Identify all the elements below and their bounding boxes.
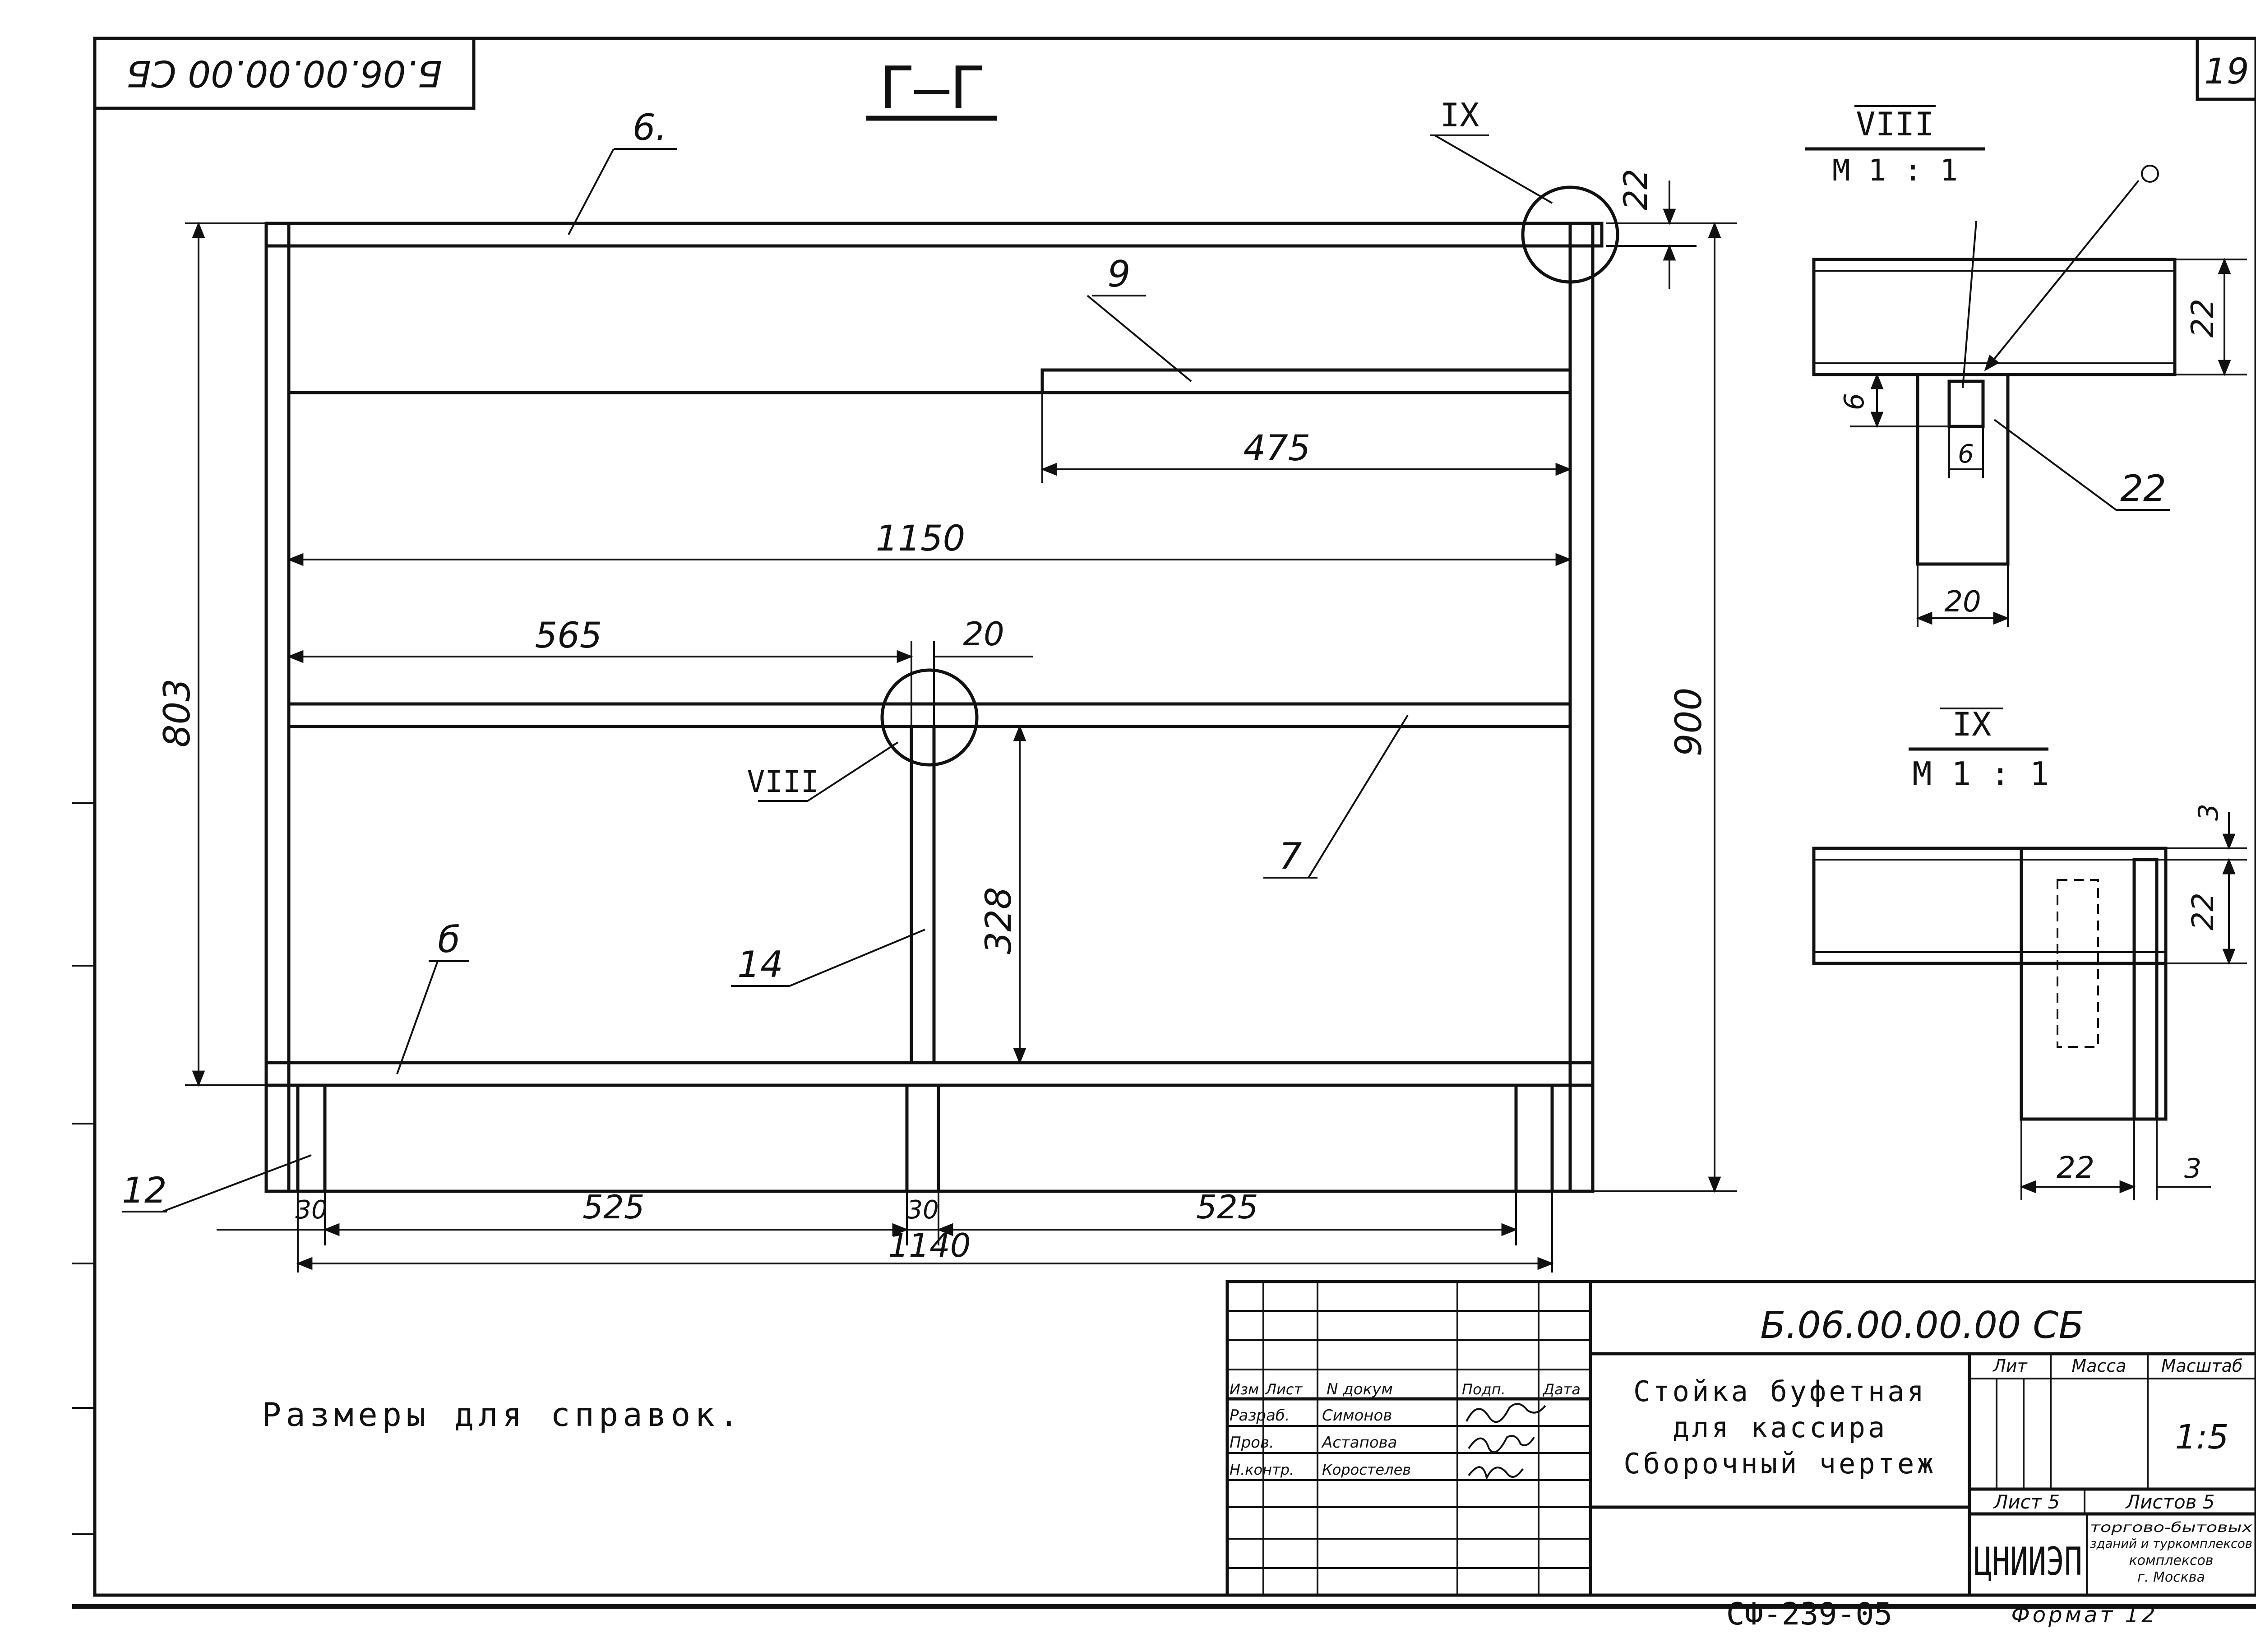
signature-razrab [1465,1403,1546,1423]
callout-6-bottom: б [438,919,460,961]
detail-viii-callout-22: 22 [2120,467,2166,509]
callout-14: 14 [737,944,783,986]
sheet-number-box: 19 [2196,37,2256,101]
detail-viii-dim-22: 22 [2185,299,2221,338]
dim-22-top: 22 [1617,169,1655,210]
left-side-panel [264,222,291,1193]
dim-1140: 1140 [888,1226,971,1264]
main-dimensions: 22 900 803 475 1150 565 20 328 [156,169,1737,1273]
detail-ix-dim-22h: 22 [2057,1150,2094,1185]
signature-prov [1468,1435,1535,1453]
col-masshtab: Масштаб [2161,1356,2243,1376]
detail-ix-side-panel [2020,847,2168,1121]
org-line-4: г. Москва [2137,1569,2205,1585]
callout-7: 7 [1279,835,1302,877]
org-line-3: комплексов [2129,1553,2213,1569]
callout-ix: IX [1440,96,1479,134]
plinth-block-left [296,1083,327,1193]
hdr-date: Дата [1542,1381,1581,1398]
detail-ix-dim-3-top: 3 [2193,804,2224,821]
dim-20: 20 [963,615,1004,653]
rotated-code-box: Б.06.00.00.00 СБ [93,37,476,110]
detail-ix-title: IX [1952,705,1992,743]
detail-circle-ix [1521,185,1619,284]
detail-viii-dim-20: 20 [1944,585,1981,619]
detail-viii-dowel [1947,379,1985,428]
detail-viii-board [1812,258,2177,376]
title-line-1: Стойка буфетная [1633,1375,1927,1408]
detail-ix-board [1812,847,2168,965]
name-razrab: Симонов [1322,1407,1392,1425]
dim-565: 565 [535,615,602,656]
role-nkontr: Н.контр. [1230,1461,1294,1478]
plinth-block-mid [905,1083,940,1193]
sheets-total: Листов 5 [2125,1491,2215,1513]
bottom-board [264,1061,1595,1087]
detail-viii-post [1916,373,2010,566]
scale-value: 1:5 [2175,1418,2228,1457]
cabinet-section [264,185,1619,1193]
hdr-izm: Изм [1230,1381,1259,1398]
name-nkontr: Коростелев [1322,1461,1411,1478]
dim-30-left: 30 [295,1195,327,1225]
detail-circle-viii [880,668,979,767]
detail-ix-dowel [2057,879,2099,1048]
detail-viii: VIII М 1 : 1 22 6 6 20 [1805,105,2247,627]
dim-525-left: 525 [582,1188,644,1226]
detail-ix: IX М 1 : 1 3 22 22 3 [1812,705,2247,1200]
callout-6-top: 6. [633,106,667,148]
detail-viii-dim-6h: 6 [1958,440,1974,469]
col-lit: Лит [1992,1356,2028,1376]
detail-viii-title: VIII [1856,105,1934,143]
col-massa: Масса [2071,1356,2126,1376]
right-side-panel [1568,222,1595,1193]
partition-14 [910,725,936,1064]
signature-nkontr [1468,1466,1524,1481]
detail-ix-scale: М 1 : 1 [1912,755,2049,793]
callout-9: 9 [1108,253,1131,295]
detail-viii-dim-6v: 6 [1839,393,1870,410]
name-prov: Астапова [1321,1434,1397,1452]
shelf-9 [1040,368,1572,394]
rotated-code-text: Б.06.00.00.00 СБ [126,52,442,94]
hdr-list: Лист [1265,1381,1303,1398]
role-razrab: Разраб. [1230,1407,1290,1425]
org-line-1: торгово-бытовых [2090,1520,2252,1536]
title-line-3: Сборочный чертеж [1623,1447,1936,1480]
sheet-number: 19 [2204,51,2249,92]
reference-note: Размеры для справок. [262,1396,743,1434]
hdr-podp: Подп. [1462,1381,1506,1398]
section-label: Г–Г [879,54,985,122]
sheet-info: Лист 5 [1993,1491,2060,1513]
doc-code: Б.06.00.00.00 СБ [1760,1304,2084,1347]
title-block: Изм Лист N докум Подп. Дата Разраб. Симо… [1225,1280,2256,1597]
plinth-block-right [1514,1083,1554,1193]
dim-475: 475 [1244,428,1311,469]
role-prov: Пров. [1230,1434,1274,1452]
format-label: Формат 12 [2011,1602,2158,1628]
hdr-ndoc: N докум [1327,1380,1393,1398]
shelf-7 [287,702,1572,728]
org-line-2: зданий и туркомплексов [2090,1536,2252,1551]
top-board [264,222,1604,248]
sheet-frame [72,37,2256,1609]
section-title: Г–Г [866,54,997,122]
org-logo: ЦНИИЭП [1974,1539,2082,1584]
archive-code: СФ-239-05 [1726,1596,1892,1632]
dim-1150: 1150 [876,518,966,559]
detail-viii-scale: М 1 : 1 [1832,153,1958,188]
detail-ix-edge-strip [2132,858,2159,1121]
dim-900: 900 [1668,688,1710,757]
title-line-2: для кассира [1673,1411,1888,1444]
callout-viii: VIII [747,764,819,799]
callout-12: 12 [122,1171,166,1211]
dim-328: 328 [979,887,1019,954]
detail-ix-dim-3-bottom: 3 [2184,1153,2201,1185]
dim-30-mid: 30 [906,1195,938,1225]
callouts: 6. IX 9 7 VIII 14 б 12 [122,96,1553,1212]
dim-525-right: 525 [1196,1188,1258,1226]
detail-ix-dim-22v: 22 [2186,893,2220,930]
dim-803: 803 [156,679,198,748]
